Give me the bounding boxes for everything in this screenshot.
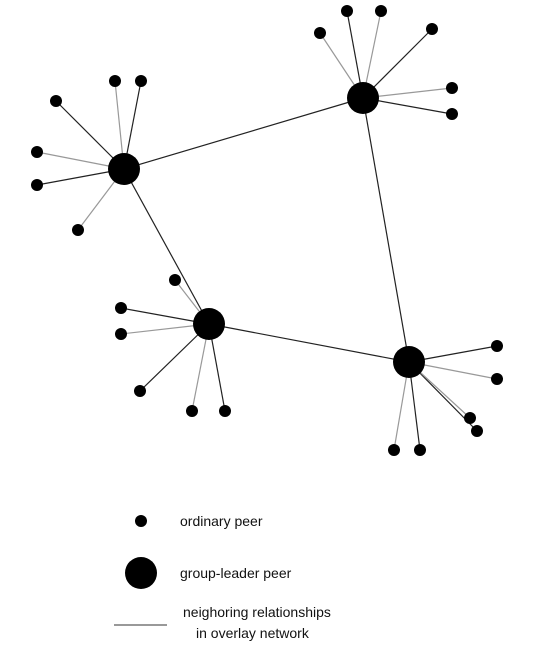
ordinary-peer-node-L2-5 (446, 108, 458, 120)
ordinary-peer-node-L1-1 (50, 95, 62, 107)
ordinary-peer-node-L4-2 (491, 373, 503, 385)
ordinary-peer-node-L1-6 (72, 224, 84, 236)
ordinary-peer-node-L2-6 (314, 27, 326, 39)
peer-link-L3-3 (139, 323, 210, 392)
ordinary-peer-node-L3-2 (115, 328, 127, 340)
overlay-network-diagram (31, 5, 503, 456)
legend-group-leader-icon (125, 557, 157, 589)
ordinary-peer-node-L4-5 (414, 444, 426, 456)
ordinary-peer-node-L1-2 (109, 75, 121, 87)
legend-ordinary-peer-label: ordinary peer (180, 513, 263, 529)
legend-group-leader-label: group-leader peer (180, 565, 292, 581)
ordinary-peer-node-L3-6 (169, 274, 181, 286)
ordinary-peer-node-L3-4 (186, 405, 198, 417)
leader-link-L1-L2 (123, 97, 364, 170)
leader-link-L2-L4 (362, 97, 410, 363)
legend-relationship-label-line1: neighoring relationships (183, 604, 331, 620)
leader-link-L3-L4 (208, 323, 410, 363)
leader-link-L1-L3 (123, 168, 210, 325)
group-leader-node-L3 (193, 308, 225, 340)
group-leader-node-L2 (347, 82, 379, 114)
ordinary-peer-node-L2-4 (446, 82, 458, 94)
legend-relationship-label-line2: in overlay network (196, 625, 310, 641)
ordinary-peer-node-L3-3 (134, 385, 146, 397)
legend: ordinary peer group-leader peer neighori… (114, 513, 331, 641)
ordinary-peer-node-L1-3 (135, 75, 147, 87)
ordinary-peer-node-L3-1 (115, 302, 127, 314)
ordinary-peer-node-L4-6 (464, 412, 476, 424)
ordinary-peer-node-L2-1 (341, 5, 353, 17)
ordinary-peer-node-L2-3 (426, 23, 438, 35)
group-leader-node-L4 (393, 346, 425, 378)
ordinary-peer-node-L2-2 (375, 5, 387, 17)
ordinary-peer-node-L4-1 (491, 340, 503, 352)
ordinary-peer-node-L4-3 (471, 425, 483, 437)
group-leader-node-L1 (108, 153, 140, 185)
ordinary-peer-node-L1-4 (31, 146, 43, 158)
peer-link-L2-3 (362, 28, 433, 99)
ordinary-peer-node-L4-4 (388, 444, 400, 456)
ordinary-peer-node-L3-5 (219, 405, 231, 417)
ordinary-peer-node-L1-5 (31, 179, 43, 191)
peer-link-L1-1 (55, 100, 125, 170)
legend-ordinary-peer-icon (135, 515, 147, 527)
